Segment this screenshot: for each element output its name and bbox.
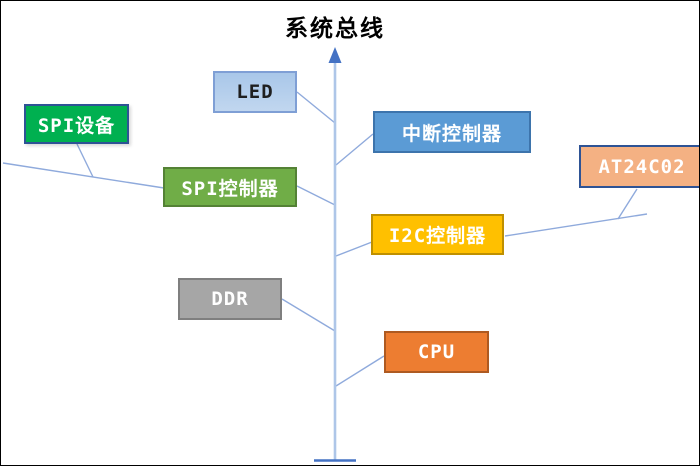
- connector-bus-to-cpu: [335, 355, 385, 387]
- node-at24c02-label: AT24C02: [598, 155, 686, 178]
- node-spi-device: SPI设备: [24, 104, 129, 144]
- connector-ddr-to-bus: [281, 298, 336, 332]
- node-cpu-label: CPU: [417, 341, 456, 363]
- node-ddr-label: DDR: [211, 288, 249, 310]
- node-cpu: CPU: [384, 331, 489, 373]
- diagram-title: 系统总线: [285, 16, 385, 42]
- node-spi-device-label: SPI设备: [37, 114, 116, 137]
- connector-led-to-bus: [296, 91, 336, 124]
- node-spi-controller-label: SPI控制器: [181, 177, 279, 200]
- node-spi-controller: SPI控制器: [163, 167, 297, 207]
- connector-spi-device-branch: [76, 143, 94, 178]
- node-i2c-controller: I2C控制器: [371, 214, 504, 255]
- node-led: LED: [213, 71, 297, 113]
- node-ddr: DDR: [178, 278, 282, 320]
- node-interrupt-controller: 中断控制器: [373, 111, 531, 153]
- connector-at24c02-branch: [617, 188, 638, 220]
- bus-arrowhead-icon: [328, 47, 342, 63]
- node-led-label: LED: [236, 81, 274, 103]
- node-at24c02: AT24C02: [579, 145, 699, 188]
- node-interrupt-controller-label: 中断控制器: [401, 122, 502, 145]
- node-i2c-controller-label: I2C控制器: [388, 225, 487, 247]
- connector-interrupt-to-bus: [335, 133, 374, 166]
- connector-i2c-right-branch: [504, 213, 648, 237]
- connector-left-edge-to-spi-controller: [2, 162, 165, 189]
- connector-spi-controller-to-bus: [296, 185, 336, 206]
- connector-bus-to-i2c: [335, 241, 373, 257]
